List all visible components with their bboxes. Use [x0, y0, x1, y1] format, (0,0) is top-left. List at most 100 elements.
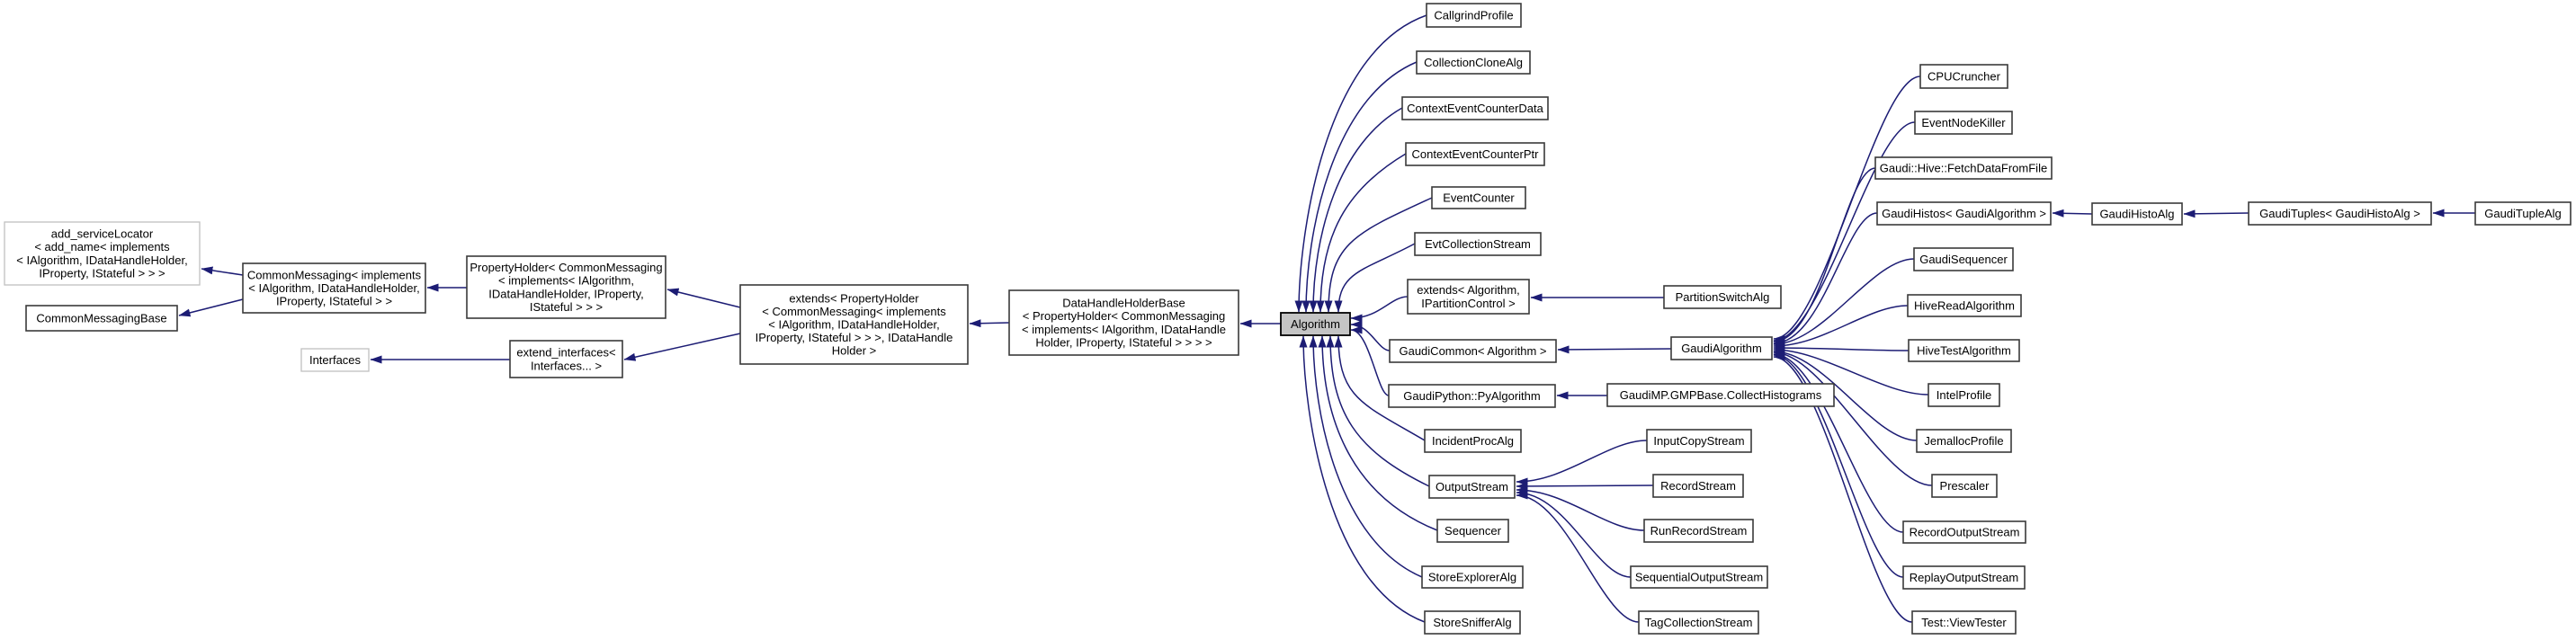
class-node-algorithm: Algorithm — [1280, 312, 1351, 336]
class-node-gaudi-python-py-algorithm[interactable]: GaudiPython::PyAlgorithm — [1388, 384, 1556, 408]
class-node-run-record-stream[interactable]: RunRecordStream — [1643, 519, 1754, 543]
inherit-edge-event-counter-to-algorithm — [1324, 197, 1433, 313]
class-node-extends-property-holder[interactable]: extends< PropertyHolder< CommonMessaging… — [739, 284, 969, 365]
inherit-edge-store-sniffer-alg-to-algorithm — [1299, 335, 1426, 623]
class-node-store-sniffer-alg[interactable]: StoreSnifferAlg — [1424, 610, 1521, 635]
class-node-evt-collection-stream[interactable]: EvtCollectionStream — [1414, 232, 1542, 256]
class-node-replay-output-stream[interactable]: ReplayOutputStream — [1902, 565, 2026, 590]
class-node-output-stream[interactable]: OutputStream — [1428, 475, 1516, 499]
class-node-sequential-output-stream[interactable]: SequentialOutputStream — [1630, 565, 1768, 589]
class-node-record-output-stream[interactable]: RecordOutputStream — [1902, 520, 2026, 544]
class-node-label-gaudi-tuple-alg: GaudiTupleAlg — [2484, 207, 2562, 220]
class-node-add-service-locator: add_serviceLocator< add_name< implements… — [4, 221, 201, 286]
inherit-edge-store-explorer-alg-to-algorithm — [1309, 335, 1423, 578]
inherit-edge-output-stream-to-algorithm — [1326, 335, 1430, 487]
class-node-label-sequential-output-stream: SequentialOutputStream — [1635, 571, 1763, 584]
class-node-property-holder[interactable]: PropertyHolder< CommonMessaging< impleme… — [466, 255, 666, 319]
class-node-label-jemalloc-profile: JemallocProfile — [1924, 434, 2003, 448]
class-node-test-view-tester[interactable]: Test::ViewTester — [1911, 610, 2017, 635]
class-node-hive-test-algorithm[interactable]: HiveTestAlgorithm — [1908, 339, 2020, 362]
inherit-edge-run-record-stream-to-output-stream — [1516, 485, 1645, 531]
inherit-edge-sequencer-to-algorithm — [1318, 335, 1438, 531]
class-node-label-algorithm: Algorithm — [1291, 317, 1340, 331]
class-node-event-node-killer[interactable]: EventNodeKiller — [1914, 111, 2013, 135]
inherit-edge-gaudi-common-to-algorithm — [1350, 320, 1391, 351]
class-node-data-handle-holder-base[interactable]: DataHandleHolderBase< PropertyHolder< Co… — [1008, 289, 1239, 356]
class-node-callgrind-profile[interactable]: CallgrindProfile — [1426, 3, 1522, 28]
class-node-label-gaudi-common: GaudiCommon< Algorithm > — [1399, 344, 1546, 358]
class-node-context-event-counter-ptr[interactable]: ContextEventCounterPtr — [1405, 142, 1545, 166]
inherit-edge-prescaler-to-gaudi-algorithm — [1773, 348, 1933, 486]
class-node-label-record-stream: RecordStream — [1660, 479, 1736, 493]
class-node-label-fetch-data-from-file: Gaudi::Hive::FetchDataFromFile — [1880, 162, 2047, 175]
class-node-sequencer[interactable]: Sequencer — [1436, 519, 1509, 543]
inherit-edge-common-messaging-to-add-service-locator — [201, 266, 244, 276]
class-node-cpu-cruncher[interactable]: CPUCruncher — [1919, 64, 2008, 89]
class-node-gaudi-sequencer[interactable]: GaudiSequencer — [1913, 247, 2014, 271]
inherit-edge-tag-collection-stream-to-output-stream — [1516, 491, 1640, 623]
inherit-edge-gaudi-python-py-algorithm-to-algorithm — [1350, 325, 1390, 396]
class-node-common-messaging-base[interactable]: CommonMessagingBase — [25, 305, 178, 332]
inherit-edge-incident-proc-alg-to-algorithm — [1334, 335, 1426, 441]
class-node-label-gaudi-tuples: GaudiTuples< GaudiHistoAlg > — [2259, 207, 2420, 220]
class-node-extend-interfaces[interactable]: extend_interfaces<Interfaces... > — [509, 340, 623, 378]
class-node-partition-switch-alg[interactable]: PartitionSwitchAlg — [1663, 285, 1782, 309]
class-node-label-sequencer: Sequencer — [1445, 524, 1502, 538]
class-node-collect-histograms[interactable]: GaudiMP.GMPBase.CollectHistograms — [1606, 383, 1835, 407]
class-node-label-add-service-locator: add_serviceLocator< add_name< implements… — [16, 227, 187, 280]
class-node-input-copy-stream[interactable]: InputCopyStream — [1646, 429, 1752, 453]
class-node-gaudi-tuples[interactable]: GaudiTuples< GaudiHistoAlg > — [2248, 201, 2432, 226]
class-node-gaudi-common[interactable]: GaudiCommon< Algorithm > — [1389, 339, 1557, 363]
class-node-common-messaging[interactable]: CommonMessaging< implements< IAlgorithm,… — [242, 262, 426, 314]
class-node-label-gaudi-sequencer: GaudiSequencer — [1919, 253, 2008, 266]
inherit-edge-intel-profile-to-gaudi-algorithm — [1773, 345, 1929, 396]
inherit-edge-input-copy-stream-to-output-stream — [1516, 440, 1648, 486]
inherit-edge-gaudi-sequencer-to-gaudi-algorithm — [1773, 258, 1915, 349]
inherit-edge-extends-ipartition-control-to-algorithm — [1350, 296, 1409, 323]
class-node-label-property-holder: PropertyHolder< CommonMessaging< impleme… — [470, 261, 662, 314]
class-node-fetch-data-from-file[interactable]: Gaudi::Hive::FetchDataFromFile — [1874, 156, 2053, 180]
class-node-context-event-counter-data[interactable]: ContextEventCounterData — [1401, 96, 1549, 120]
class-node-label-callgrind-profile: CallgrindProfile — [1434, 9, 1513, 22]
class-node-label-evt-collection-stream: EvtCollectionStream — [1425, 237, 1531, 251]
inherit-edge-jemalloc-profile-to-gaudi-algorithm — [1773, 347, 1918, 441]
class-node-label-tag-collection-stream: TagCollectionStream — [1645, 616, 1753, 629]
class-node-intel-profile[interactable]: IntelProfile — [1928, 383, 2000, 407]
class-node-label-event-counter: EventCounter — [1443, 191, 1515, 205]
class-node-label-data-handle-holder-base: DataHandleHolderBase< PropertyHolder< Co… — [1022, 297, 1226, 350]
class-node-prescaler[interactable]: Prescaler — [1931, 474, 1998, 498]
class-node-gaudi-algorithm[interactable]: GaudiAlgorithm — [1670, 336, 1773, 360]
class-node-label-context-event-counter-data: ContextEventCounterData — [1407, 102, 1544, 115]
inherit-edge-collection-clone-alg-to-algorithm — [1301, 61, 1418, 313]
class-node-label-store-explorer-alg: StoreExplorerAlg — [1428, 571, 1516, 584]
class-node-label-intel-profile: IntelProfile — [1936, 388, 1991, 402]
class-node-label-collect-histograms: GaudiMP.GMPBase.CollectHistograms — [1620, 388, 1822, 402]
class-node-incident-proc-alg[interactable]: IncidentProcAlg — [1424, 429, 1522, 453]
class-node-label-extends-property-holder: extends< PropertyHolder< CommonMessaging… — [756, 291, 953, 357]
inherit-edge-context-event-counter-ptr-to-algorithm — [1316, 153, 1407, 313]
class-node-label-replay-output-stream: ReplayOutputStream — [1910, 571, 2018, 584]
class-node-gaudi-histo-alg[interactable]: GaudiHistoAlg — [2091, 202, 2183, 226]
class-node-tag-collection-stream[interactable]: TagCollectionStream — [1638, 610, 1759, 635]
class-node-jemalloc-profile[interactable]: JemallocProfile — [1916, 429, 2012, 453]
class-node-hive-read-algorithm[interactable]: HiveReadAlgorithm — [1907, 294, 2022, 317]
class-node-record-stream[interactable]: RecordStream — [1652, 474, 1744, 498]
class-node-gaudi-tuple-alg[interactable]: GaudiTupleAlg — [2474, 201, 2572, 226]
inherit-edge-fetch-data-from-file-to-gaudi-algorithm — [1773, 167, 1876, 346]
class-node-label-hive-read-algorithm: HiveReadAlgorithm — [1914, 299, 2015, 313]
class-node-label-gaudi-histos: GaudiHistos< GaudiAlgorithm > — [1882, 207, 2046, 220]
inherit-edge-context-event-counter-data-to-algorithm — [1309, 107, 1403, 313]
class-node-label-record-output-stream: RecordOutputStream — [1910, 526, 2020, 539]
class-node-event-counter[interactable]: EventCounter — [1431, 186, 1526, 209]
class-node-store-explorer-alg[interactable]: StoreExplorerAlg — [1421, 565, 1524, 589]
class-node-extends-ipartition-control[interactable]: extends< Algorithm,IPartitionControl > — [1407, 279, 1530, 315]
class-node-label-extend-interfaces: extend_interfaces<Interfaces... > — [516, 346, 615, 373]
inherit-edge-gaudi-histo-alg-to-gaudi-histos — [2052, 209, 2093, 218]
class-node-gaudi-histos[interactable]: GaudiHistos< GaudiAlgorithm > — [1876, 201, 2052, 226]
class-node-label-gaudi-algorithm: GaudiAlgorithm — [1681, 342, 1762, 355]
class-node-label-extends-ipartition-control: extends< Algorithm,IPartitionControl > — [1417, 283, 1520, 310]
inherit-edge-test-view-tester-to-gaudi-algorithm — [1773, 352, 1913, 623]
class-node-collection-clone-alg[interactable]: CollectionCloneAlg — [1416, 50, 1531, 75]
